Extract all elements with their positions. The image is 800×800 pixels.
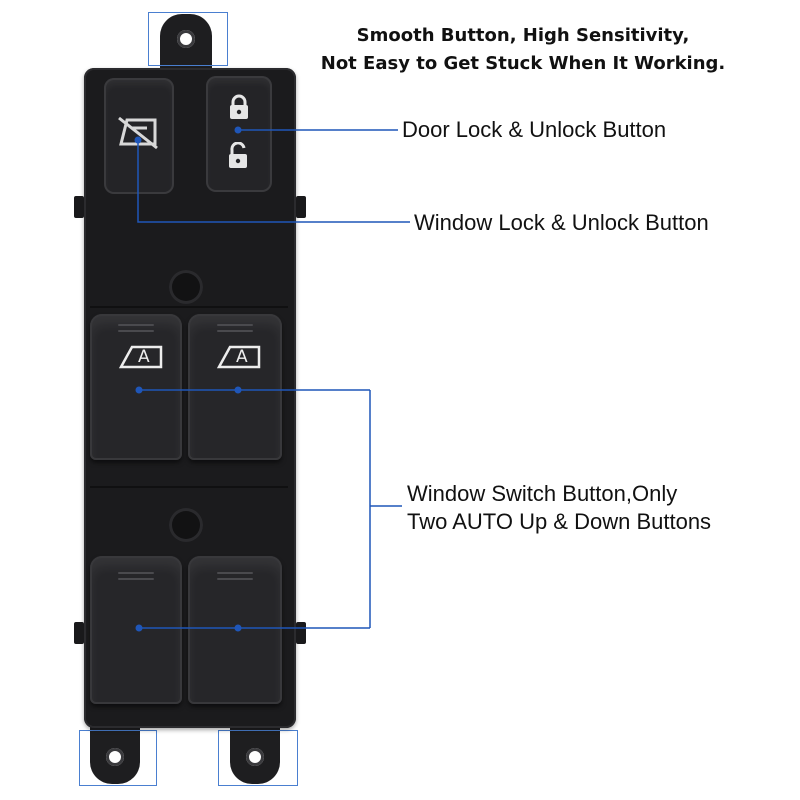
door-lock-button[interactable]	[206, 76, 272, 192]
front-left-callout-dot	[135, 386, 143, 394]
grip-line	[118, 330, 154, 332]
window-switch-label-line-1: Window Switch Button,Only	[407, 481, 678, 506]
auto-badge-text: A	[236, 347, 248, 367]
lower-center-knob	[169, 508, 203, 542]
window-switch-label-line-2: Two AUTO Up & Down Buttons	[407, 509, 712, 534]
window-lock-label: Window Lock & Unlock Button	[414, 210, 709, 235]
side-clip-right-lower	[296, 622, 306, 644]
window-switch-rear-left[interactable]	[90, 556, 182, 704]
grip-line	[217, 572, 253, 574]
grip-line	[118, 324, 154, 326]
top-mount-hole	[177, 30, 195, 48]
upper-panel-divider	[90, 306, 288, 308]
auto-badge-text: A	[138, 347, 150, 367]
grip-line	[217, 324, 253, 326]
window-switch-front-right[interactable]: A	[188, 314, 282, 460]
window-lock-callout-dot	[134, 136, 142, 144]
headline-line-2: Not Easy to Get Stuck When It Working.	[320, 53, 726, 74]
window-lock-callout-line	[137, 140, 410, 223]
lock-closed-icon	[230, 94, 248, 119]
bottom-right-mount-tab	[230, 722, 280, 784]
bottom-left-mount-tab	[90, 722, 140, 784]
grip-line	[118, 578, 154, 580]
bottom-right-mount-hole	[246, 748, 264, 766]
auto-up-icon: A	[118, 344, 164, 375]
lower-panel-divider	[90, 486, 288, 488]
grip-line	[217, 578, 253, 580]
window-switch-rear-right[interactable]	[188, 556, 282, 704]
headline: Smooth Button, High Sensitivity, Not Eas…	[318, 22, 728, 78]
window-switch-label: Window Switch Button,Only Two AUTO Up & …	[407, 480, 711, 536]
top-mount-frame	[148, 12, 228, 66]
bottom-right-mount-frame	[218, 730, 298, 786]
rear-left-callout-dot	[135, 624, 143, 632]
door-lock-callout-dot	[234, 126, 242, 134]
window-lock-icon	[118, 116, 158, 150]
grip-line	[217, 330, 253, 332]
grip-line	[118, 572, 154, 574]
upper-center-knob	[169, 270, 203, 304]
window-lock-button[interactable]	[104, 78, 174, 194]
side-clip-right-upper	[296, 196, 306, 218]
side-clip-left-upper	[74, 196, 84, 218]
auto-up-icon: A	[216, 344, 262, 375]
door-lock-label: Door Lock & Unlock Button	[402, 117, 667, 142]
headline-line-1: Smooth Button, High Sensitivity,	[356, 25, 690, 46]
front-right-callout-dot	[234, 386, 242, 394]
lock-open-icon	[229, 142, 247, 168]
rear-right-callout-dot	[234, 624, 242, 632]
bottom-left-mount-frame	[79, 730, 157, 786]
window-switch-front-left[interactable]: A	[90, 314, 182, 460]
bottom-left-mount-hole	[106, 748, 124, 766]
side-clip-left-lower	[74, 622, 84, 644]
